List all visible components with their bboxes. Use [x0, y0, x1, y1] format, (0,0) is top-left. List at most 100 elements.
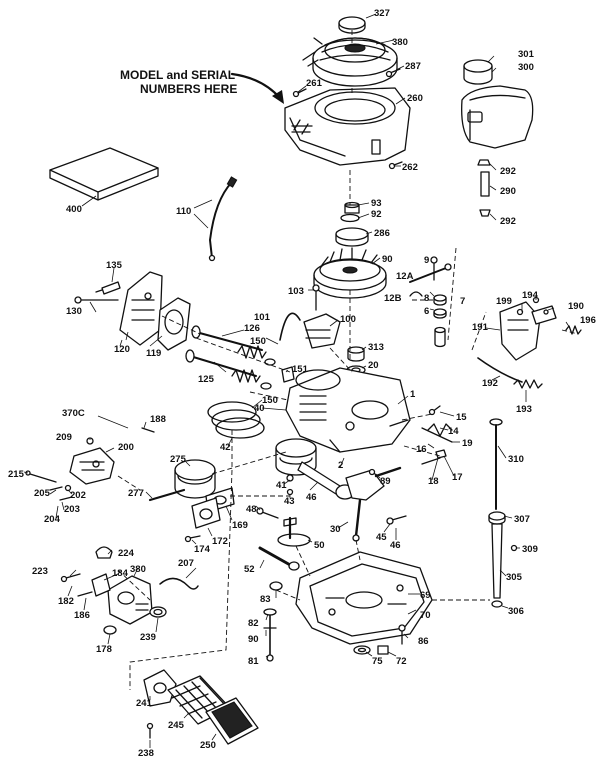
label-41: 41	[276, 480, 287, 491]
piston-275	[174, 459, 216, 499]
label-193: 193	[516, 404, 532, 415]
label-90-flywheel: 90	[382, 254, 393, 265]
screw-103	[312, 284, 320, 311]
label-380: 380	[392, 37, 408, 48]
label-192: 192	[482, 378, 498, 389]
label-12B: 12B	[384, 293, 402, 304]
bushing-313	[347, 346, 365, 362]
spring-12B	[409, 291, 423, 297]
screw-41	[286, 474, 294, 482]
fuel-line-fitting	[477, 159, 491, 217]
label-125: 125	[198, 374, 215, 385]
label-313: 313	[368, 342, 384, 353]
label-82: 82	[248, 618, 259, 629]
label-43: 43	[284, 496, 295, 507]
label-241: 241	[136, 698, 153, 709]
label-52: 52	[244, 564, 255, 575]
camshaft-52	[258, 546, 300, 571]
label-120: 120	[114, 344, 130, 355]
label-50: 50	[314, 540, 325, 551]
plug-72	[377, 645, 389, 655]
label-215: 215	[8, 469, 25, 480]
label-286: 286	[374, 228, 390, 239]
label-89: 89	[380, 476, 391, 487]
small-parts-202-205	[49, 484, 73, 501]
model-serial-callout: MODEL and SERIAL NUMBERS HERE	[120, 68, 284, 104]
label-327: 327	[374, 8, 390, 19]
flywheel-nut	[344, 201, 360, 214]
washer-6	[433, 308, 447, 319]
label-18: 18	[428, 476, 439, 487]
label-292-bottom: 292	[500, 216, 516, 227]
carb-bracket-224	[95, 546, 113, 559]
head-bolt	[74, 296, 119, 304]
label-194: 194	[522, 290, 539, 301]
label-184: 184	[112, 568, 129, 579]
breather-tube	[434, 326, 446, 348]
cam-gear-50	[277, 516, 311, 547]
carburetor-380	[107, 575, 153, 625]
label-119: 119	[146, 348, 161, 359]
label-224: 224	[118, 548, 135, 559]
blower-housing	[284, 87, 411, 166]
valve-125	[185, 349, 257, 377]
label-287: 287	[405, 61, 421, 72]
label-305: 305	[506, 572, 523, 583]
label-92: 92	[371, 209, 382, 220]
screw-261	[292, 88, 307, 98]
crankshaft	[345, 466, 402, 542]
gasket-set	[49, 147, 159, 201]
label-135: 135	[106, 260, 123, 271]
label-48: 48	[246, 504, 257, 515]
label-2: 2	[338, 460, 343, 471]
label-182: 182	[58, 596, 74, 607]
label-250: 250	[200, 740, 216, 751]
label-306: 306	[508, 606, 524, 617]
label-196: 196	[580, 315, 596, 326]
spark-plug-wire	[208, 176, 238, 262]
label-301: 301	[518, 49, 535, 60]
label-15: 15	[456, 412, 467, 423]
fuel-tank	[461, 85, 534, 149]
label-20: 20	[368, 360, 379, 371]
washer-81	[266, 654, 274, 662]
label-40: 40	[254, 403, 265, 414]
bowl-178	[103, 625, 117, 635]
label-292-top: 292	[500, 166, 516, 177]
bolt-48	[256, 507, 279, 519]
label-69: 69	[420, 590, 431, 601]
label-262: 262	[402, 162, 418, 173]
starter-cup	[335, 227, 369, 247]
label-103: 103	[288, 286, 304, 297]
linkage-12A	[409, 263, 452, 283]
label-7: 7	[460, 296, 465, 307]
label-174: 174	[194, 544, 211, 555]
throttle-link-207	[159, 577, 199, 590]
label-12A: 12A	[396, 271, 414, 282]
brake-bracket-191	[499, 301, 541, 361]
label-191: 191	[472, 322, 489, 333]
screw-174	[184, 535, 201, 543]
gasket-239	[149, 606, 167, 618]
recoil-starter	[302, 37, 398, 87]
label-150-bottom: 150	[262, 395, 278, 406]
label-93: 93	[371, 198, 382, 209]
screw-89	[368, 468, 376, 476]
seal-83	[269, 581, 283, 591]
label-178: 178	[96, 644, 112, 655]
label-290: 290	[500, 186, 516, 197]
filter-cover-250	[205, 697, 259, 745]
screw-238	[146, 722, 154, 739]
label-172: 172	[212, 536, 228, 547]
flywheel-washer	[340, 213, 360, 223]
label-70: 70	[420, 610, 431, 621]
crankcase-cover	[295, 551, 433, 645]
label-190: 190	[568, 301, 584, 312]
label-42: 42	[220, 442, 231, 453]
head-gasket	[157, 297, 191, 351]
label-17: 17	[452, 472, 463, 483]
label-19: 19	[462, 438, 473, 449]
label-380-carb: 380	[130, 564, 146, 575]
svg-text:MODEL and SERIAL: MODEL and SERIAL	[120, 68, 235, 82]
